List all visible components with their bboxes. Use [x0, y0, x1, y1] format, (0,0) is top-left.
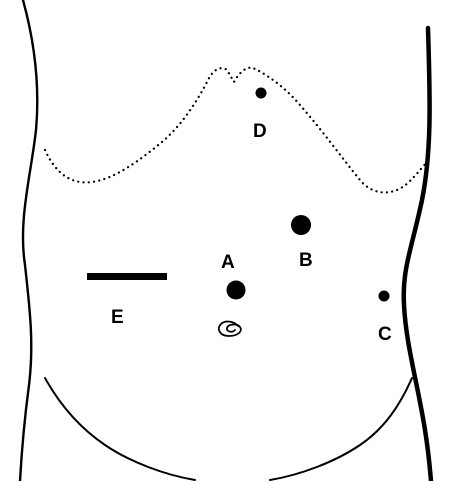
- label-e: E: [111, 307, 124, 328]
- umbilicus-icon: [219, 322, 241, 336]
- port-site-d: [256, 88, 267, 99]
- port-site-c: [379, 291, 390, 302]
- port-site-b: [291, 215, 311, 235]
- left-groin-line: [45, 378, 195, 480]
- right-groin-line: [270, 378, 412, 480]
- label-d: D: [253, 121, 267, 142]
- label-c: C: [378, 324, 392, 345]
- label-b: B: [299, 250, 313, 271]
- torso-right-outline: [404, 28, 431, 481]
- port-site-a: [227, 281, 246, 300]
- incision-e: [87, 273, 167, 280]
- costal-margin-dotted-line: [45, 68, 430, 193]
- label-a: A: [221, 252, 235, 273]
- torso-left-outline: [20, 0, 37, 481]
